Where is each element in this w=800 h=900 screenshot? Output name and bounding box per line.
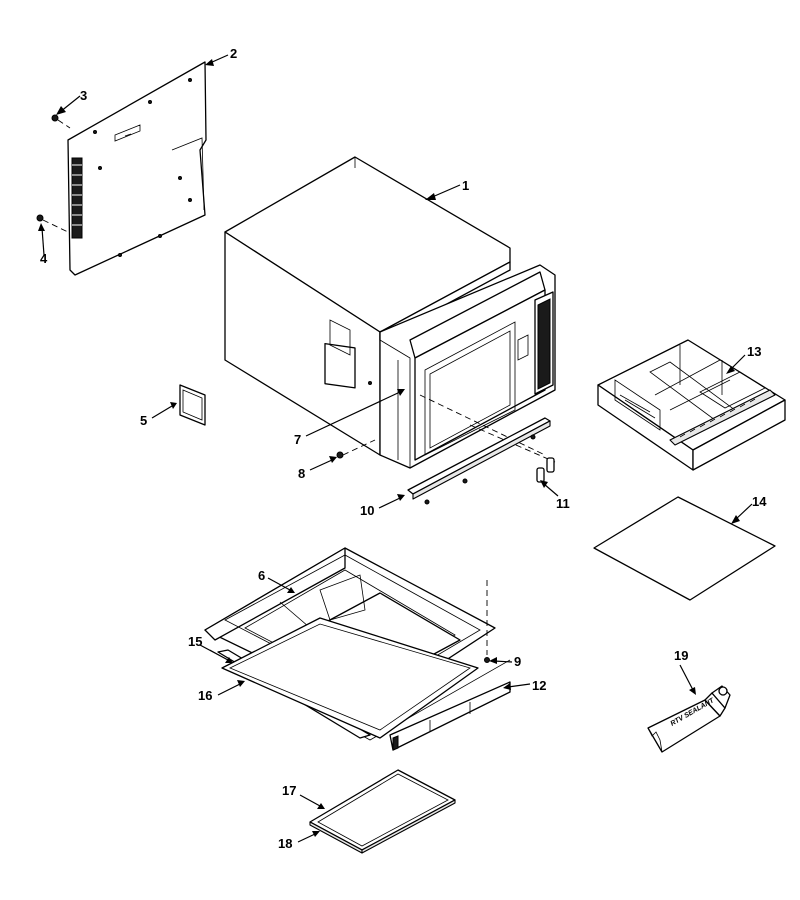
callout-numbers: 1 2 3 4 5 6 7 8 9 10 11 12 13 14 15 16 1… — [40, 46, 767, 851]
component-tray — [597, 339, 786, 471]
oven-front-door — [379, 264, 556, 469]
callout-12: 12 — [532, 678, 546, 693]
callout-15: 15 — [188, 634, 202, 649]
rear-panel — [67, 61, 207, 276]
callout-8: 8 — [298, 466, 305, 481]
callout-4: 4 — [40, 251, 48, 266]
callout-19: 19 — [674, 648, 688, 663]
callout-3: 3 — [80, 88, 87, 103]
callout-6: 6 — [258, 568, 265, 583]
leader-lines — [38, 54, 753, 843]
lower-plate — [309, 769, 456, 854]
callout-18: 18 — [278, 836, 292, 851]
callout-17: 17 — [282, 783, 296, 798]
side-rail — [389, 681, 511, 751]
callout-13: 13 — [747, 344, 761, 359]
callout-1: 1 — [462, 178, 469, 193]
frame-gasket — [221, 617, 479, 739]
callout-7: 7 — [294, 432, 301, 447]
oven-cabinet — [224, 156, 511, 456]
screw-8 — [336, 439, 376, 459]
screw-9 — [484, 580, 490, 663]
callout-11: 11 — [556, 496, 570, 511]
screw-3 — [51, 114, 71, 129]
callout-2: 2 — [230, 46, 237, 61]
screw-4 — [36, 214, 71, 234]
rear-panel-vent — [71, 157, 83, 239]
small-cover-plate — [179, 384, 206, 426]
callout-9: 9 — [514, 654, 521, 669]
callout-14: 14 — [752, 494, 767, 509]
door-seal-strip — [407, 417, 551, 505]
callout-5: 5 — [140, 413, 147, 428]
rtv-sealant-tube: RTV SEALANT — [647, 685, 731, 753]
rubber-feet — [536, 457, 555, 483]
callout-16: 16 — [198, 688, 212, 703]
flat-panel — [593, 496, 776, 601]
callout-10: 10 — [360, 503, 374, 518]
